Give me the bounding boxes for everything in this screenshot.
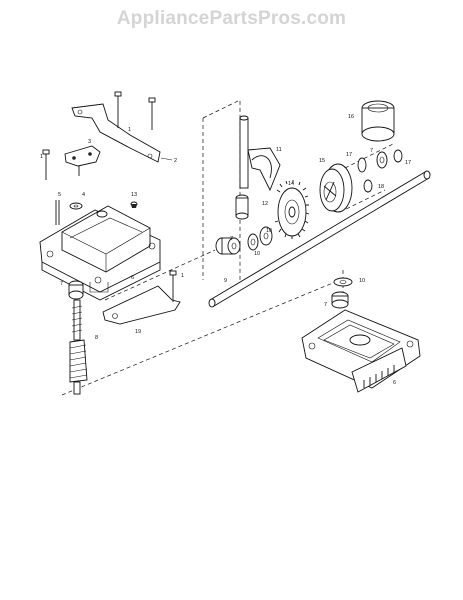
- pinion-and-washers: [215, 226, 273, 255]
- left-fasteners: [42, 149, 138, 225]
- callout-labels: 1 2 3 1 5 4 13 6 7 1 19 8 11 12 14 15 16…: [40, 114, 411, 386]
- callout-10a: 10: [254, 251, 260, 257]
- callout-11: 11: [276, 147, 282, 153]
- upper-gear-housing: [39, 205, 161, 301]
- top-bracket-part: [71, 91, 173, 163]
- callout-17b: 17: [405, 160, 411, 166]
- callout-7d: 7: [324, 302, 327, 308]
- callout-14: 14: [288, 181, 294, 187]
- callout-12: 12: [262, 201, 268, 207]
- callout-6b: 6: [393, 380, 396, 386]
- callout-6: 6: [131, 275, 134, 281]
- callout-18: 18: [378, 184, 384, 190]
- watermark: AppliancePartsPros.com: [116, 8, 347, 29]
- callout-13: 13: [131, 192, 137, 198]
- callout-3: 3: [88, 139, 91, 145]
- shift-plate-part: [102, 270, 181, 325]
- callout-10b: 10: [266, 228, 272, 234]
- axle-shaft-part: [208, 170, 431, 308]
- drive-gear-part: [274, 180, 310, 239]
- callout-17a: 17: [346, 152, 352, 158]
- clutch-cone-part: [319, 163, 353, 213]
- callout-1b: 1: [40, 154, 43, 160]
- callout-7b: 7: [370, 148, 373, 154]
- callout-5: 5: [58, 192, 61, 198]
- callout-15: 15: [319, 158, 325, 164]
- callout-1c: 1: [181, 273, 184, 279]
- callout-19: 19: [135, 329, 141, 335]
- retaining-rings: [357, 149, 403, 193]
- lower-gear-housing: [301, 309, 421, 393]
- callout-1a: 1: [128, 127, 131, 133]
- callout-8: 8: [95, 335, 98, 341]
- lever-part: [64, 145, 101, 176]
- callout-10c: 10: [359, 278, 365, 284]
- bushing-part: [361, 100, 395, 142]
- worm-shaft-assembly: [68, 280, 88, 395]
- lower-washer-bushing: [331, 277, 353, 309]
- callout-16: 16: [348, 114, 354, 120]
- callout-4: 4: [82, 192, 85, 198]
- callout-2: 2: [174, 158, 177, 164]
- callout-7c: 7: [230, 236, 233, 242]
- callout-7a: 7: [60, 281, 63, 287]
- shift-fork-part: [235, 115, 281, 220]
- callout-9: 9: [224, 278, 227, 284]
